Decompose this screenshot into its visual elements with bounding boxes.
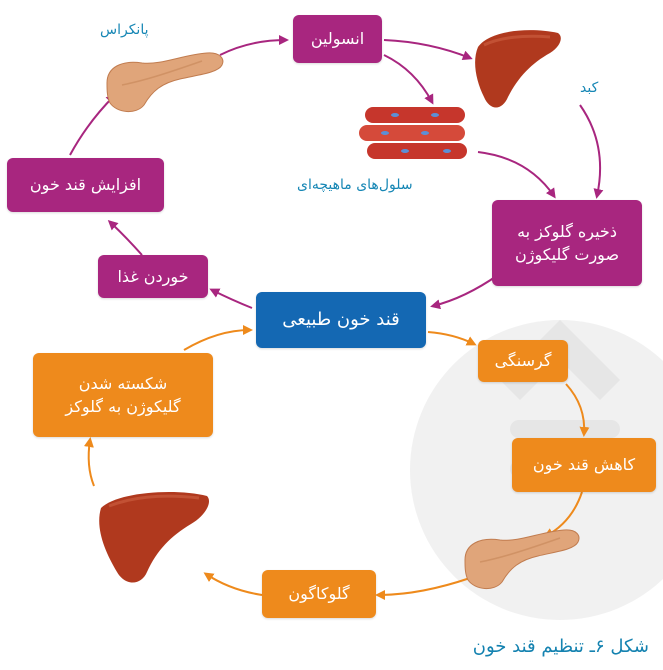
hunger-box: گرسنگی: [478, 340, 568, 382]
arrow-pancreas-to-insulin: [220, 40, 286, 55]
arrow-muscle-to-storage: [478, 152, 554, 196]
arrow-storage-to-normal: [433, 275, 498, 306]
arrow-insulin-to-liver: [384, 40, 470, 58]
blood-sugar-decrease-text: کاهش قند خون: [533, 453, 635, 476]
glycogen-breakdown-line-1: شکسته شدن: [79, 372, 168, 395]
pancreas-top-icon: [102, 45, 227, 115]
blood-sugar-decrease-box: کاهش قند خون: [512, 438, 656, 492]
liver-bottom-icon: [95, 488, 215, 588]
normal-blood-sugar-text: قند خون طبیعی: [282, 307, 399, 333]
arrow-breakdown-to-normal: [184, 330, 250, 350]
arrow-normal-to-eating: [212, 290, 252, 308]
glucagon-text: گلوکاگون: [288, 582, 349, 605]
arrow-liver-to-breakdown: [89, 440, 94, 486]
eating-box: خوردن غذا: [98, 255, 208, 298]
figure-caption: شکل ۶ـ تنظیم قند خون: [473, 636, 649, 657]
arrow-liver-to-storage: [580, 105, 600, 196]
glycogen-storage-line-1: ذخیره گلوکز به: [517, 220, 617, 243]
liver-label: کبد: [580, 80, 598, 96]
arrow-hunger-to-decrease: [566, 384, 584, 434]
hunger-text: گرسنگی: [495, 349, 552, 372]
pancreas-bottom-icon: [460, 520, 580, 592]
glycogen-storage-box: ذخیره گلوکز به صورت گلیکوژن: [492, 200, 642, 286]
glycogen-breakdown-box: شکسته شدن گلیکوژن به گلوکز: [33, 353, 213, 437]
glycogen-breakdown-line-2: گلیکوژن به گلوکز: [65, 395, 180, 418]
arrow-eating-to-increase: [110, 222, 142, 255]
arrow-pancreas-to-glucagon: [378, 578, 470, 595]
glycogen-storage-line-2: صورت گلیکوژن: [515, 243, 619, 266]
liver-top-icon: [470, 25, 565, 115]
muscle-cells-label: سلول‌های ماهیچه‌ای: [297, 177, 413, 193]
muscle-cells-icon: [355, 103, 475, 168]
blood-sugar-increase-box: افزایش قند خون: [7, 158, 164, 212]
eating-text: خوردن غذا: [117, 265, 188, 288]
insulin-text: انسولین: [311, 27, 364, 50]
normal-blood-sugar-box: قند خون طبیعی: [256, 292, 426, 348]
glucagon-box: گلوکاگون: [262, 570, 376, 618]
pancreas-label: پانکراس: [100, 22, 149, 38]
arrow-normal-to-hunger: [428, 332, 474, 344]
arrow-insulin-to-muscle: [384, 55, 432, 102]
blood-sugar-increase-text: افزایش قند خون: [30, 173, 141, 196]
insulin-box: انسولین: [293, 15, 382, 63]
